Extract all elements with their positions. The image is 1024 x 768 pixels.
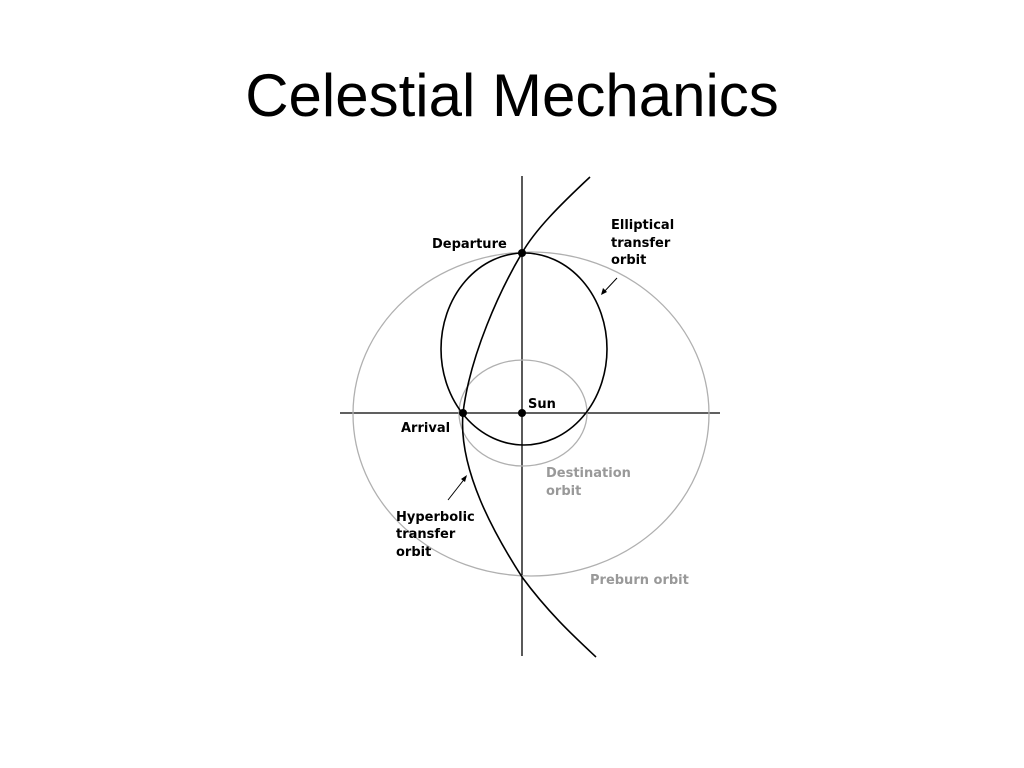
sun-point bbox=[518, 409, 526, 417]
arrival-label: Arrival bbox=[401, 421, 450, 436]
departure-label: Departure bbox=[432, 237, 507, 252]
destination-label-line-1: Destination bbox=[546, 466, 631, 481]
elliptical-label-line-2: transfer bbox=[611, 236, 671, 251]
elliptical-orbit-arrow bbox=[601, 277, 618, 295]
elliptical-label-line-3: orbit bbox=[611, 253, 646, 268]
destination-label-line-2: orbit bbox=[546, 484, 581, 499]
sun-label: Sun bbox=[528, 397, 556, 412]
elliptical-label-line-1: Elliptical bbox=[611, 218, 674, 233]
hyperbolic-orbit-arrow bbox=[447, 475, 467, 501]
hyperbolic-label-line-3: orbit bbox=[396, 545, 431, 560]
preburn-orbit bbox=[352, 251, 710, 577]
arrival-point bbox=[459, 409, 467, 417]
hyperbolic-label-line-1: Hyperbolic bbox=[396, 510, 475, 525]
departure-point bbox=[518, 249, 526, 257]
slide-title: Celestial Mechanics bbox=[245, 62, 779, 129]
hyperbolic-label-line-2: transfer bbox=[396, 527, 456, 542]
preburn-label: Preburn orbit bbox=[590, 573, 689, 588]
